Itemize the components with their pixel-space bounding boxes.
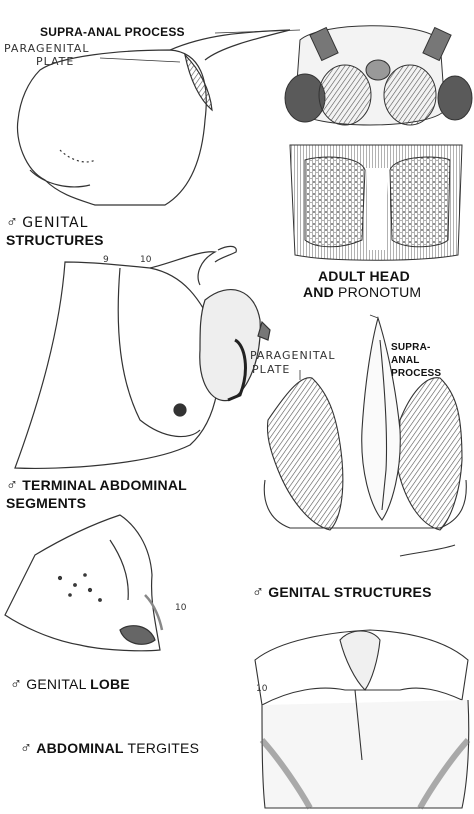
genital-structures-caption-line2: STRUCTURES <box>6 232 104 248</box>
adult-head-caption: ADULT HEAD <box>318 268 410 284</box>
paragenital-label-line2: PLATE <box>252 362 290 378</box>
paragenital-label-line2: PLATE <box>36 54 74 70</box>
male-symbol-icon: ♂ <box>10 676 22 693</box>
adult-head-drawing <box>285 26 472 125</box>
supra-anal-process-label: SUPRA-ANAL PROCESS <box>40 24 185 40</box>
male-symbol-icon: ♂ <box>20 740 32 757</box>
genital-structures-caption: ♂ GENITAL <box>6 214 88 231</box>
genital-lobe-caption: ♂ GENITAL LOBE <box>10 676 130 693</box>
male-symbol-icon: ♂ <box>6 477 18 494</box>
terminal-segments-drawing <box>15 246 270 468</box>
caption-pronotum: PRONOTUM <box>338 284 421 300</box>
caption-text: GENITAL STRUCTURES <box>268 584 431 600</box>
caption-and: AND <box>303 284 334 300</box>
caption-line1: TERMINAL ABDOMINAL <box>22 477 187 493</box>
abdominal-tergites-caption: ♂ ABDOMINAL TERGITES <box>20 740 199 757</box>
genital-structures-ventral-caption: ♂ GENITAL STRUCTURES <box>252 584 432 601</box>
segment-10-label: 10 <box>175 603 186 613</box>
supra-anal-label-line1: SUPRA- <box>391 342 431 354</box>
caption-word1: ABDOMINAL <box>36 740 123 756</box>
terminal-segments-caption-line2: SEGMENTS <box>6 495 86 511</box>
abdominal-tergites-drawing <box>255 630 469 808</box>
terminal-segments-caption: ♂ TERMINAL ABDOMINAL <box>6 477 187 494</box>
male-symbol-icon: ♂ <box>252 584 264 601</box>
caption-word1: GENITAL <box>26 676 86 692</box>
supra-anal-label-line2: ANAL <box>391 355 420 367</box>
caption-word: GENITAL <box>22 215 88 231</box>
pronotum-drawing <box>290 145 462 260</box>
genital-lobe-drawing <box>5 515 162 651</box>
male-symbol-icon: ♂ <box>6 214 18 231</box>
supra-anal-label-line3: PROCESS <box>391 368 441 380</box>
pronotum-caption: AND PRONOTUM <box>303 284 421 300</box>
caption-word2: TERGITES <box>128 740 200 756</box>
caption-word2: LOBE <box>90 676 130 692</box>
segment-9-label: 9 <box>103 255 109 265</box>
segment-10-label: 10 <box>256 684 267 694</box>
segment-10-label: 10 <box>140 255 151 265</box>
